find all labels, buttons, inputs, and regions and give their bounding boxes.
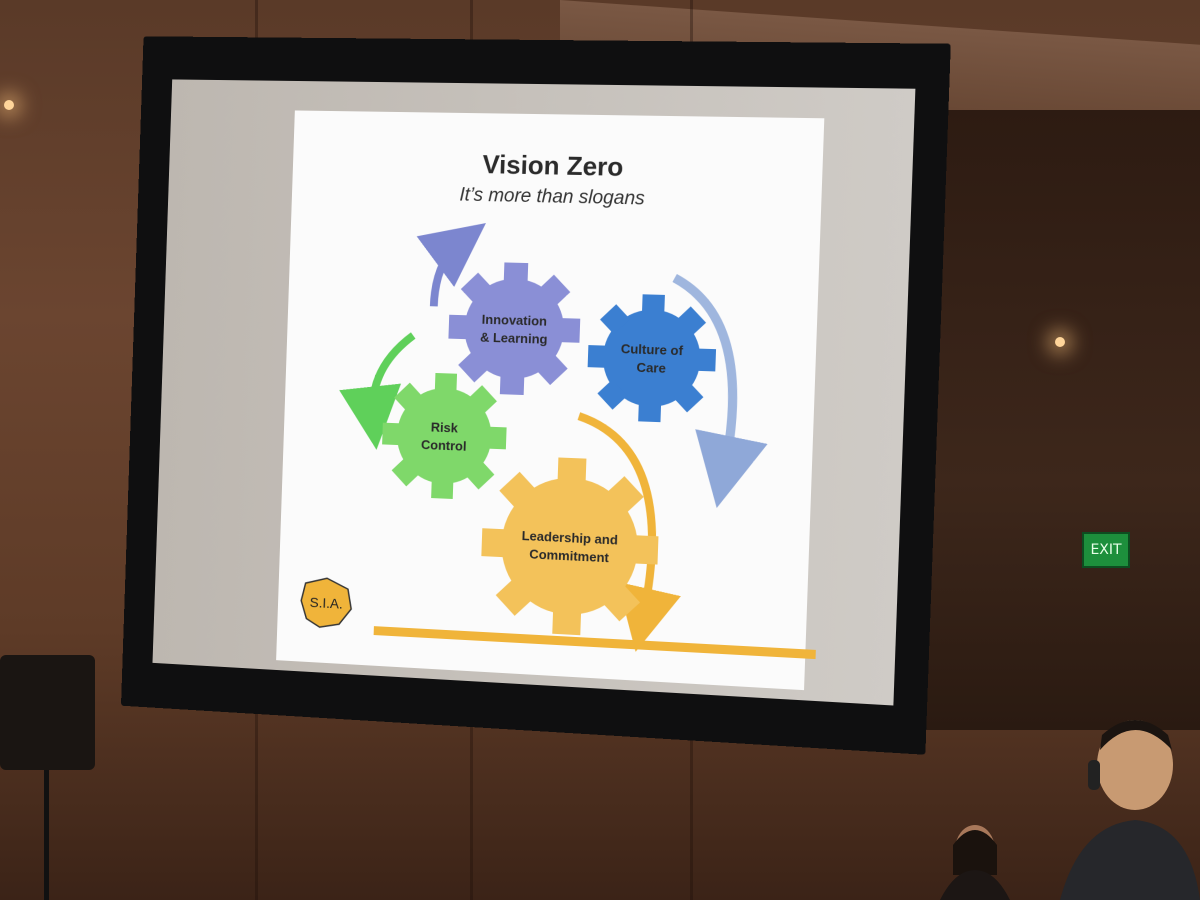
speaker-stand xyxy=(44,770,49,900)
doorway xyxy=(900,110,1200,730)
speaker-cabinet xyxy=(0,655,95,770)
headphones-icon xyxy=(1088,760,1100,790)
gear-label: Control xyxy=(421,437,467,454)
gear-innovation: Innovation & Learning xyxy=(448,262,581,396)
gears-diagram: Innovation & Learning Culture of Care xyxy=(276,110,824,690)
gear-label: Culture of xyxy=(621,341,684,358)
screen-surface: Vision Zero It’s more than slogans xyxy=(152,79,915,705)
gear-label: Innovation xyxy=(482,312,548,329)
gear-label: Risk xyxy=(431,419,459,435)
ceiling-light xyxy=(4,100,14,110)
gear-label: Commitment xyxy=(529,546,610,565)
gear-label: & Learning xyxy=(480,329,548,346)
person-audience xyxy=(1060,720,1200,900)
person-audience xyxy=(940,825,1010,900)
logo-text: S.I.A. xyxy=(309,595,343,612)
gear-leadership: Leadership and Commitment xyxy=(481,457,659,636)
gear-label: Care xyxy=(636,360,666,376)
gear-label: Leadership and xyxy=(521,528,618,548)
projection-screen: Vision Zero It’s more than slogans xyxy=(121,36,951,754)
gear-risk-control: Risk Control xyxy=(382,372,507,499)
cycle-arrow-purple xyxy=(434,242,461,307)
presentation-slide: Vision Zero It’s more than slogans xyxy=(276,110,824,690)
gear-culture-of-care: Culture of Care xyxy=(587,294,717,423)
ceiling-light xyxy=(1055,337,1065,347)
exit-sign: EXIT xyxy=(1082,532,1130,568)
sia-logo-icon: S.I.A. xyxy=(296,573,356,633)
